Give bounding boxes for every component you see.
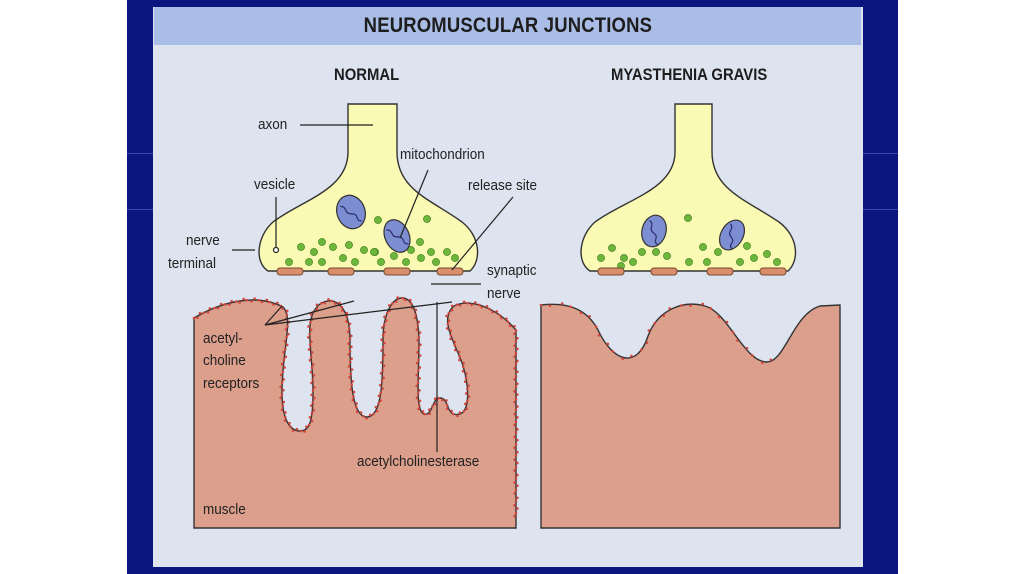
label-acetylcholinesterase: acetylcholinesterase (357, 453, 480, 470)
title-bar: NEUROMUSCULAR JUNCTIONS (154, 7, 861, 45)
label-nerve-terminal-line2: terminal (168, 255, 217, 272)
normal-muscle (193, 297, 517, 529)
mitochondrion-mg-2 (718, 219, 746, 251)
panel-heading-myasthenia: MYASTHENIA GRAVIS (611, 66, 768, 84)
label-acetylcholine-receptors-line1: acetyl- (203, 330, 243, 347)
label-acetylcholine-receptors-line2: choline (203, 352, 246, 369)
label-synaptic-line2: nerve (487, 285, 521, 302)
muscle-fiber-myasthenia (540, 303, 841, 529)
label-mitochondrion: mitochondrion (400, 146, 485, 163)
acetylcholine-receptors (192, 296, 773, 518)
label-nerve-terminal-line1: nerve (186, 232, 220, 249)
label-release-site: release site (468, 177, 538, 194)
release-sites (276, 267, 787, 276)
label-synaptic-line1: synaptic (487, 262, 537, 279)
label-vesicle: vesicle (254, 176, 296, 193)
mg-muscle (540, 303, 841, 529)
mitochondria (336, 194, 746, 253)
label-acetylcholine-receptors-line3: receptors (203, 375, 260, 392)
mitochondrion-mg-1 (641, 214, 667, 248)
label-muscle: muscle (203, 501, 246, 518)
label-axon: axon (258, 116, 288, 133)
muscle-fiber-normal (193, 297, 517, 529)
mitochondrion-normal-1 (336, 194, 366, 230)
panel-heading-normal: NORMAL (334, 66, 400, 84)
figure-title: NEUROMUSCULAR JUNCTIONS (363, 14, 652, 37)
leader-lines (232, 124, 514, 452)
nerve-terminal-normal (258, 103, 479, 272)
